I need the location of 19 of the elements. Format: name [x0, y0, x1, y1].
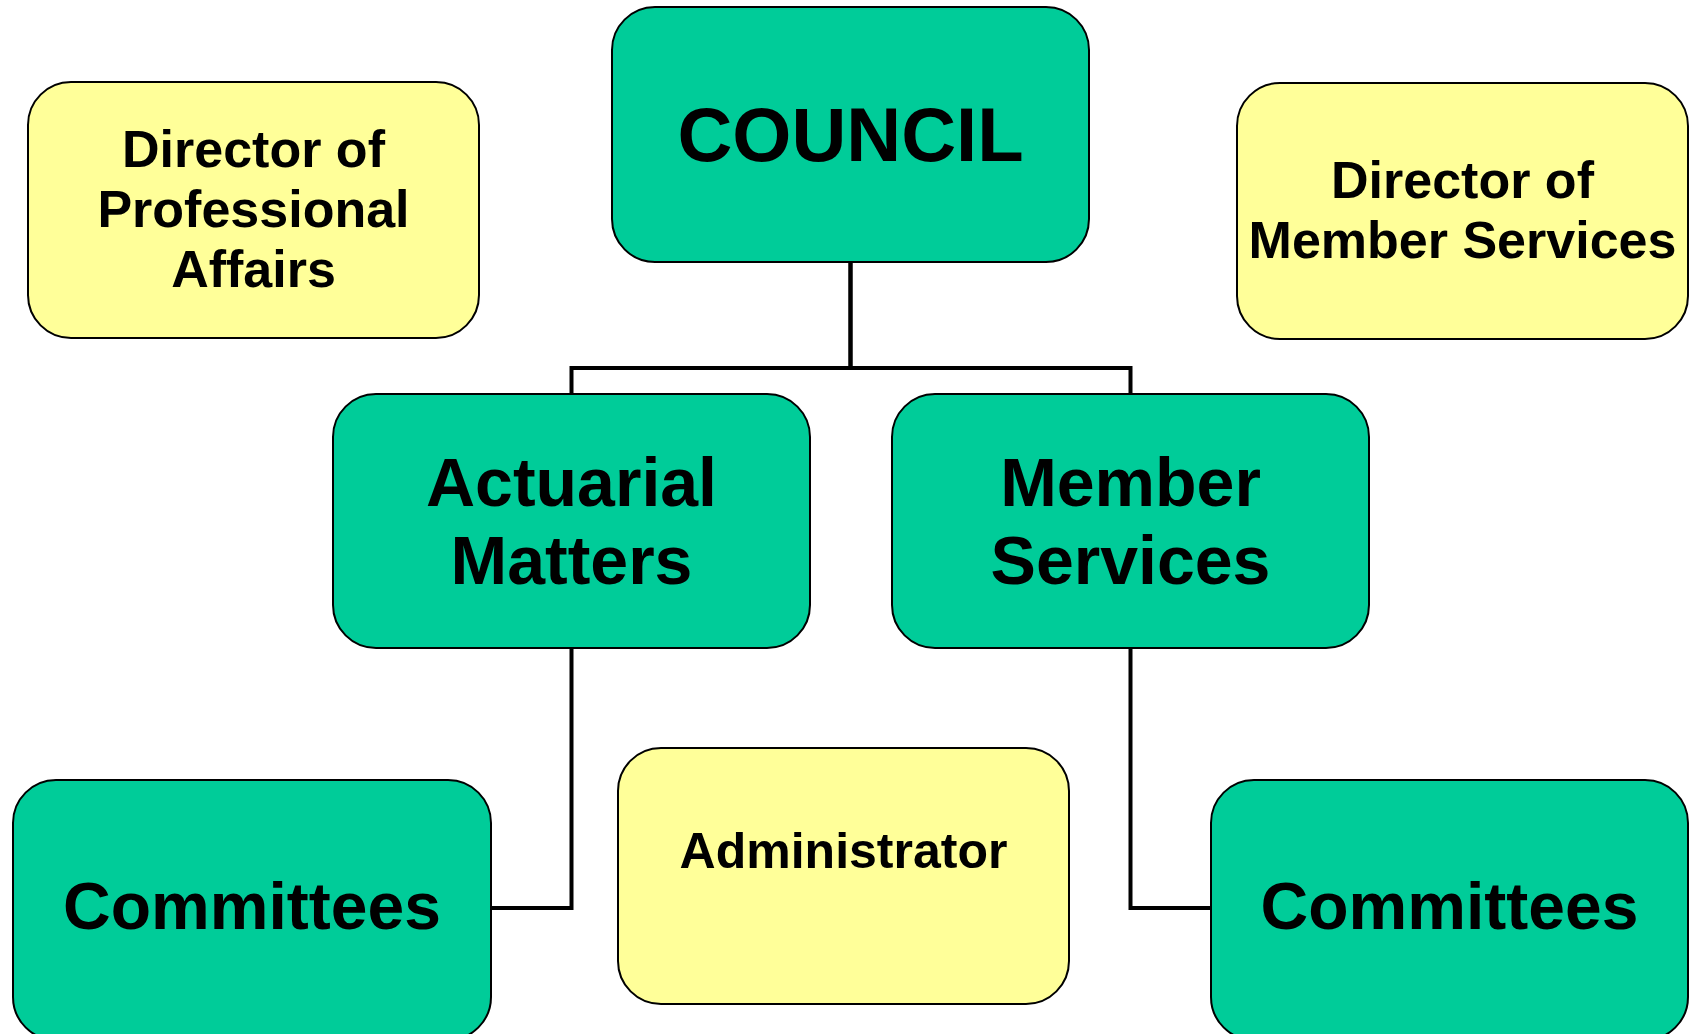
org-box — [12, 779, 492, 1034]
box-label: Director of Member Services — [1247, 151, 1678, 271]
box-label: Actuarial Matters — [425, 442, 718, 600]
box-label: COUNCIL — [676, 90, 1025, 179]
org-box — [27, 81, 480, 339]
connector-line — [1128, 649, 1210, 910]
box-label: Committees — [1259, 869, 1640, 945]
box-label: Member Services — [989, 442, 1272, 600]
org-box — [1210, 779, 1689, 1034]
box-label: Administrator — [678, 823, 1009, 881]
org-box — [332, 393, 811, 649]
org-box — [891, 393, 1370, 649]
org-box — [617, 747, 1070, 1005]
org-box — [611, 6, 1090, 263]
connector-line — [492, 649, 574, 910]
box-label: Director of Professional Affairs — [96, 120, 411, 300]
connector-line — [848, 263, 1133, 393]
box-label: Committees — [62, 869, 442, 945]
org-box — [1236, 82, 1689, 340]
